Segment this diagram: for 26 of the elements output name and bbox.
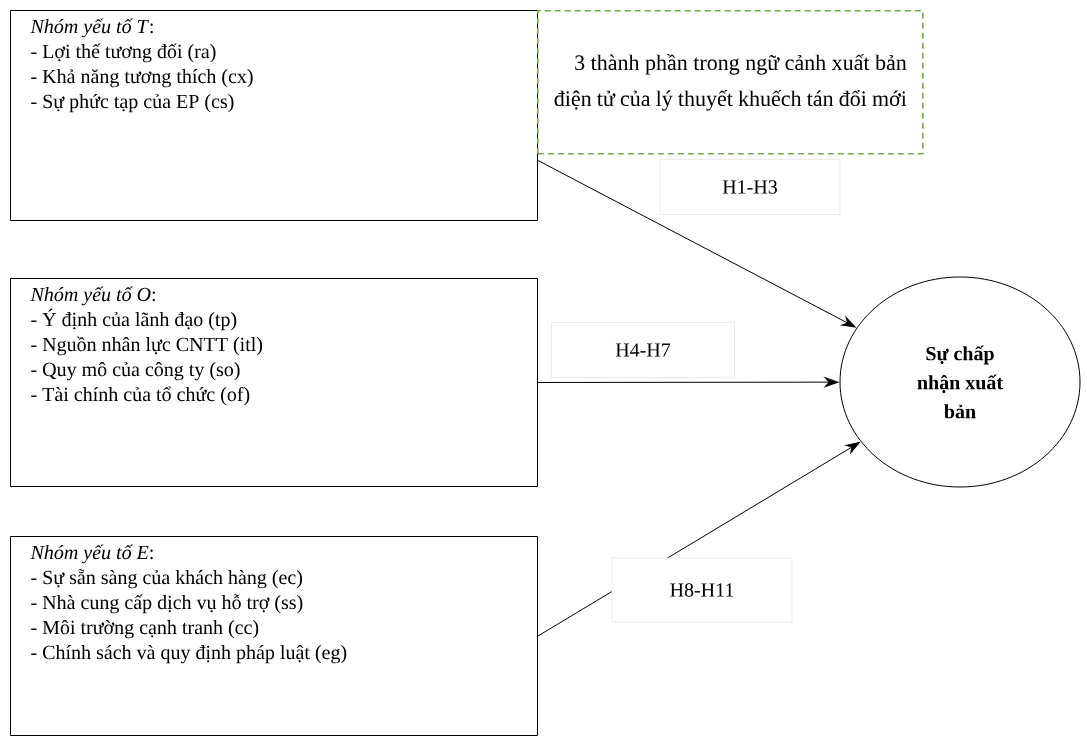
outcome-ellipse bbox=[839, 276, 1081, 488]
factor-item: - Sự sẵn sàng của khách hàng (ec) bbox=[31, 569, 303, 589]
factor-box bbox=[10, 278, 538, 487]
factor-box bbox=[10, 10, 538, 221]
note-text: 3 thành phần trong ngữ cảnh xuất bản điện tử của lý thuyết khuếch tán đổi mới bbox=[554, 53, 907, 111]
factor-item: - Môi trường cạnh tranh (cc) bbox=[31, 620, 259, 639]
note-box bbox=[537, 10, 924, 155]
outcome-text: Sự chấp nhận xuất bản bbox=[917, 345, 1003, 419]
factor-item: - Quy mô của công ty (so) bbox=[31, 362, 240, 381]
factor-item: - Lợi thế tương đối (ra) bbox=[31, 43, 216, 63]
edge-label: H1-H3 bbox=[659, 159, 841, 215]
arrow bbox=[537, 377, 839, 388]
factor-item: - Khả năng tương thích (cx) bbox=[31, 69, 253, 88]
group-heading: Nhóm yếu tố T: bbox=[30, 18, 153, 38]
factor-item: - Nguồn nhân lực CNTT (itl) bbox=[31, 336, 263, 356]
factor-item: - Tài chính của tổ chức (of) bbox=[31, 386, 250, 406]
factor-box bbox=[10, 536, 538, 736]
edge-label: H4-H7 bbox=[551, 322, 735, 378]
factor-item: - Sự phức tạp của EP (cs) bbox=[31, 94, 234, 113]
arrow bbox=[537, 160, 856, 328]
group-heading: Nhóm yếu tố O: bbox=[30, 286, 155, 306]
factor-item: - Chính sách và quy định pháp luật (eg) bbox=[31, 645, 347, 664]
edge-label: H8-H11 bbox=[611, 557, 793, 623]
factor-item: - Nhà cung cấp dịch vụ hỗ trợ (ss) bbox=[31, 594, 303, 614]
factor-item: - Ý định của lãnh đạo (tp) bbox=[31, 308, 237, 331]
group-heading: Nhóm yếu tố E: bbox=[30, 544, 153, 564]
